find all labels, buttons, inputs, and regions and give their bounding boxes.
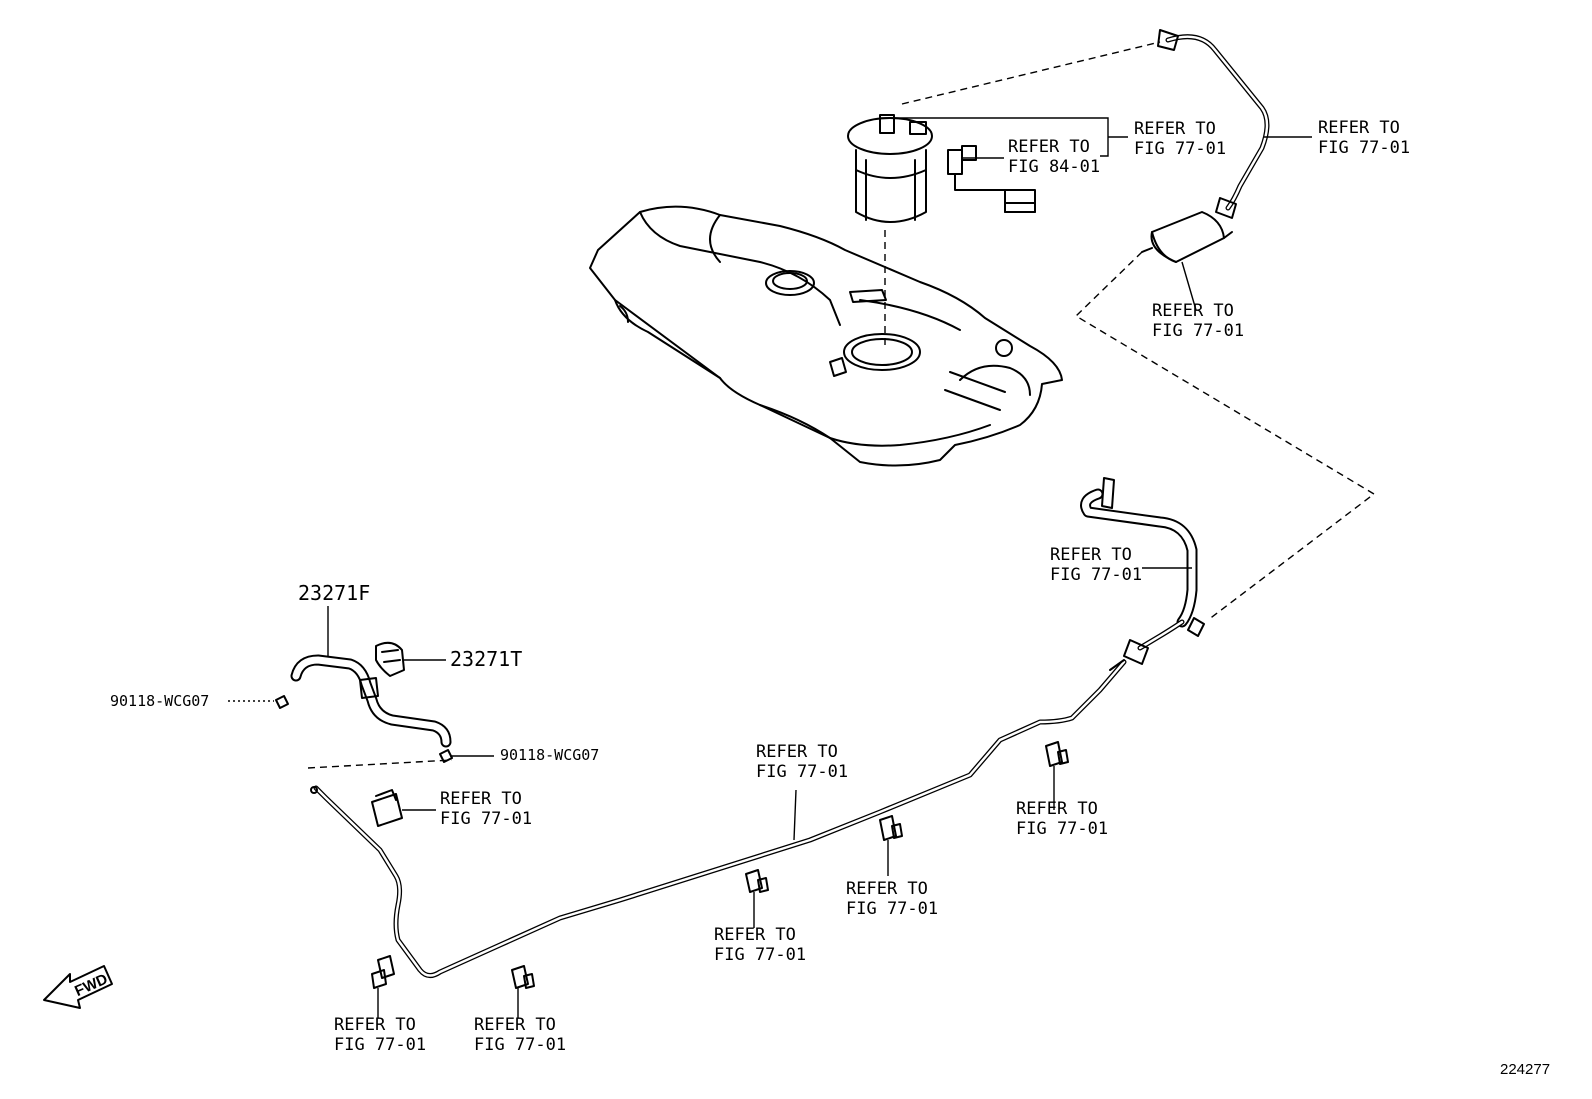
label-line: FIG 77-01 (474, 1035, 566, 1055)
label-line: REFER TO (846, 879, 928, 899)
part-number-90118-right: 90118-WCG07 (500, 746, 599, 764)
fwd-label: FWD (72, 971, 110, 1000)
clamp-mid (745, 869, 769, 893)
clamp-left (371, 789, 403, 827)
label-line: FIG 77-01 (1318, 138, 1410, 158)
fuel-tank (589, 205, 1063, 467)
label-line: REFER TO (756, 742, 838, 762)
clamp-center (879, 815, 903, 841)
hose-23271F (290, 654, 452, 748)
label-line: FIG 77-01 (714, 945, 806, 965)
label-line: REFER TO (1008, 137, 1090, 157)
part-number-23271F: 23271F (298, 581, 370, 605)
right-fuel-hose (1080, 477, 1205, 665)
label-clamp-bottom-mid: REFER TO FIG 77-01 (474, 1015, 566, 1055)
fuel-filter-assembly (901, 29, 1376, 621)
label-clamp-center: REFER TO FIG 77-01 (846, 879, 938, 919)
label-line: REFER TO (1152, 301, 1234, 321)
label-line: FIG 77-01 (334, 1035, 426, 1055)
fwd-arrow-icon: FWD (43, 965, 113, 1009)
part-number-90118-left: 90118-WCG07 (110, 692, 209, 710)
label-top-right-tube: REFER TO FIG 77-01 (1318, 118, 1410, 158)
label-line: REFER TO (334, 1015, 416, 1035)
label-clamp-right: REFER TO FIG 77-01 (1016, 799, 1108, 839)
label-main-line: REFER TO FIG 77-01 (756, 742, 848, 782)
label-line: REFER TO (1318, 118, 1400, 138)
label-line: FIG 77-01 (1016, 819, 1108, 839)
label-line: FIG 84-01 (1008, 157, 1100, 177)
clip-23271T (375, 641, 405, 677)
label-line: REFER TO (714, 925, 796, 945)
leader-lines (228, 117, 1312, 1018)
label-line: REFER TO (1016, 799, 1098, 819)
label-line: FIG 77-01 (440, 809, 532, 829)
clamp-bottom-mid (511, 965, 535, 989)
label-line: FIG 77-01 (756, 762, 848, 782)
label-line: REFER TO (440, 789, 522, 809)
label-clamp-bottom-left: REFER TO FIG 77-01 (334, 1015, 426, 1055)
part-number-23271T: 23271T (450, 647, 522, 671)
label-right-hose: REFER TO FIG 77-01 (1050, 545, 1142, 585)
label-line: REFER TO (1134, 119, 1216, 139)
label-line: FIG 77-01 (1152, 321, 1244, 341)
clamp-90118-right (439, 749, 453, 763)
label-left-clamp: REFER TO FIG 77-01 (440, 789, 532, 829)
clamp-right (1045, 741, 1069, 767)
main-fuel-line (307, 659, 1127, 978)
label-line: FIG 77-01 (1134, 139, 1226, 159)
clamp-bottom-left (371, 955, 395, 989)
fuel-pump-module (847, 114, 1036, 350)
label-line: FIG 77-01 (1050, 565, 1142, 585)
label-pump-upper: REFER TO FIG 77-01 (1134, 119, 1226, 159)
label-line: FIG 77-01 (846, 899, 938, 919)
label-line: REFER TO (474, 1015, 556, 1035)
label-gauge: REFER TO FIG 84-01 (1008, 137, 1100, 177)
label-filter: REFER TO FIG 77-01 (1152, 301, 1244, 341)
label-line: REFER TO (1050, 545, 1132, 565)
clamp-90118-left (275, 695, 289, 709)
label-clamp-mid: REFER TO FIG 77-01 (714, 925, 806, 965)
figure-number: 224277 (1500, 1061, 1550, 1078)
